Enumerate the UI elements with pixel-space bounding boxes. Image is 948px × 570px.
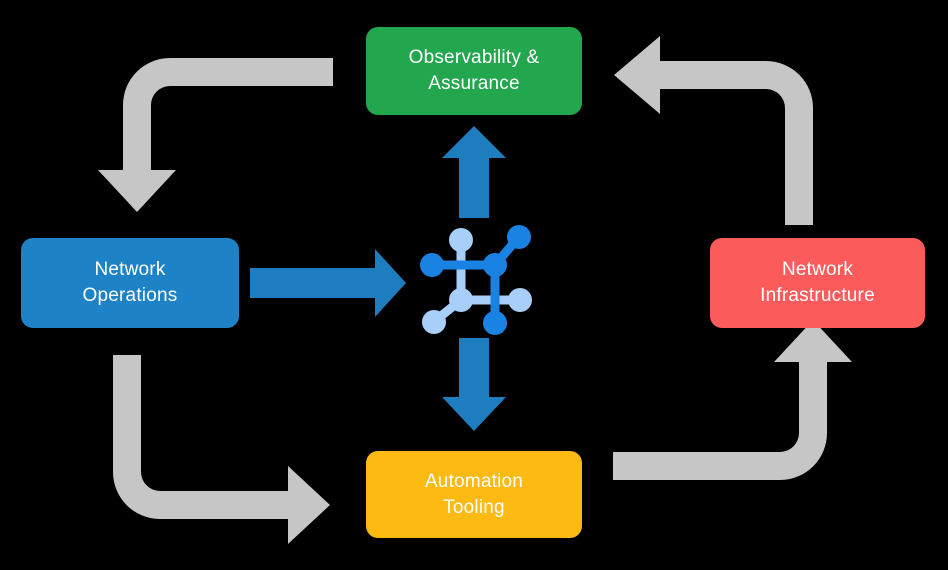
- network-node-hub-dark: [483, 253, 507, 277]
- node-box-network-operations[interactable]: Network Operations: [21, 238, 239, 328]
- gray-arrow-infrastructure-to-observability: [614, 36, 813, 225]
- blue-arrow-operations-to-center: [250, 249, 406, 317]
- network-node-top-right-dark: [507, 225, 531, 249]
- node-box-observability[interactable]: Observability & Assurance: [366, 27, 582, 115]
- blue-arrow-center-to-observability: [442, 126, 506, 218]
- network-icon-nodes: [420, 225, 532, 335]
- gray-arrow-operations-to-automation: [113, 355, 330, 544]
- network-node-top-light: [449, 228, 473, 252]
- blue-arrow-center-to-automation: [442, 338, 506, 431]
- gray-arrow-automation-to-infrastructure: [613, 320, 852, 480]
- node-box-network-infrastructure[interactable]: Network Infrastructure: [710, 238, 925, 328]
- network-node-mid-right-light: [508, 288, 532, 312]
- node-box-automation-tooling[interactable]: Automation Tooling: [366, 451, 582, 538]
- network-node-bottom-left-light: [422, 310, 446, 334]
- gray-arrow-observability-to-operations: [98, 58, 333, 212]
- network-node-mid-left-light: [449, 288, 473, 312]
- network-node-left-dark: [420, 253, 444, 277]
- network-node-bottom-mid-dark: [483, 311, 507, 335]
